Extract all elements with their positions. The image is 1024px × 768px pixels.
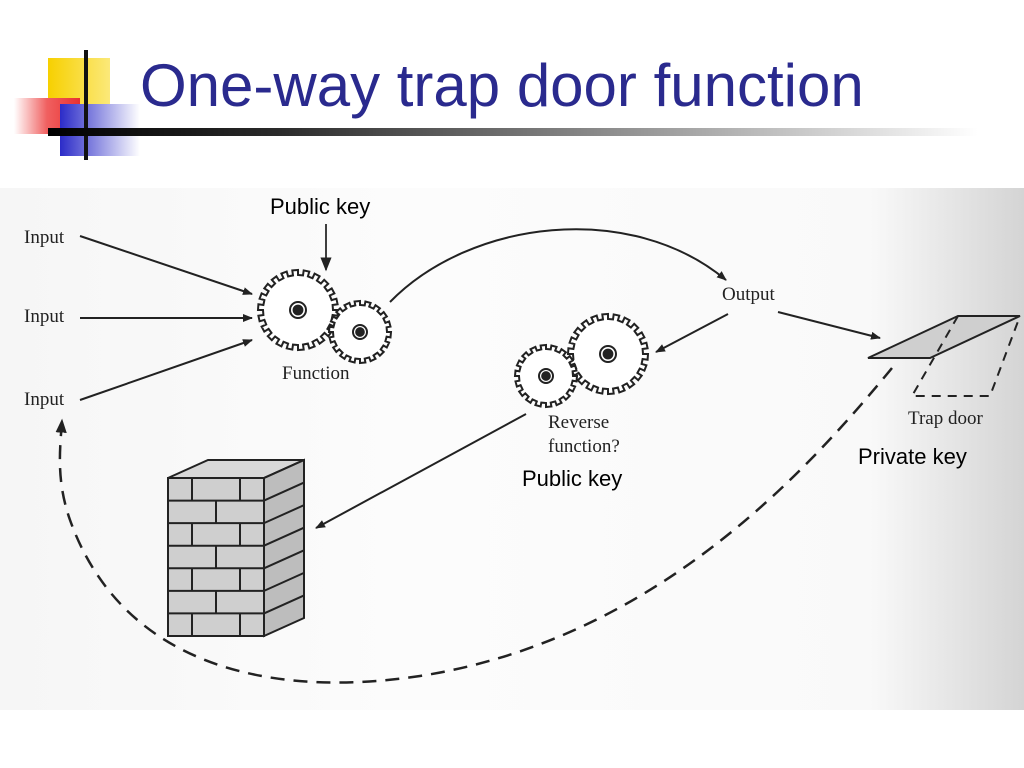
reverse-gear-large-icon: [566, 312, 650, 396]
function-to-output-arrow: [389, 228, 727, 303]
reverse-to-wall-arrow: [315, 413, 527, 529]
input-arrow-1: [79, 235, 253, 295]
input-label-2: Input: [24, 306, 65, 327]
function-label: Function: [282, 363, 350, 384]
input-label-1: Input: [24, 227, 65, 248]
page-title: One-way trap door function: [140, 52, 864, 119]
trapdoor-to-input-dashed-arrow: [55, 367, 893, 684]
trap-door-label: Trap door: [908, 408, 983, 429]
function-gear-large-icon: [256, 268, 340, 352]
private-key-label: Private key: [858, 444, 967, 469]
brick-wall-icon: [167, 458, 305, 638]
reverse-label-line2: function?: [548, 436, 620, 457]
reverse-gear-small-icon: [513, 343, 579, 409]
reverse-label-line1: Reverse: [548, 412, 609, 433]
output-to-trapdoor-arrow: [777, 311, 881, 340]
public-key-label-top: Public key: [270, 194, 371, 219]
output-label: Output: [722, 284, 776, 305]
trap-door-icon: [867, 315, 1021, 397]
input-arrow-3: [79, 339, 253, 401]
input-label-3: Input: [24, 389, 65, 410]
function-gear-small-icon: [327, 299, 393, 365]
title-divider: [48, 128, 978, 136]
public-key-label-bottom: Public key: [522, 466, 623, 491]
output-to-reverse-arrow: [655, 313, 729, 353]
